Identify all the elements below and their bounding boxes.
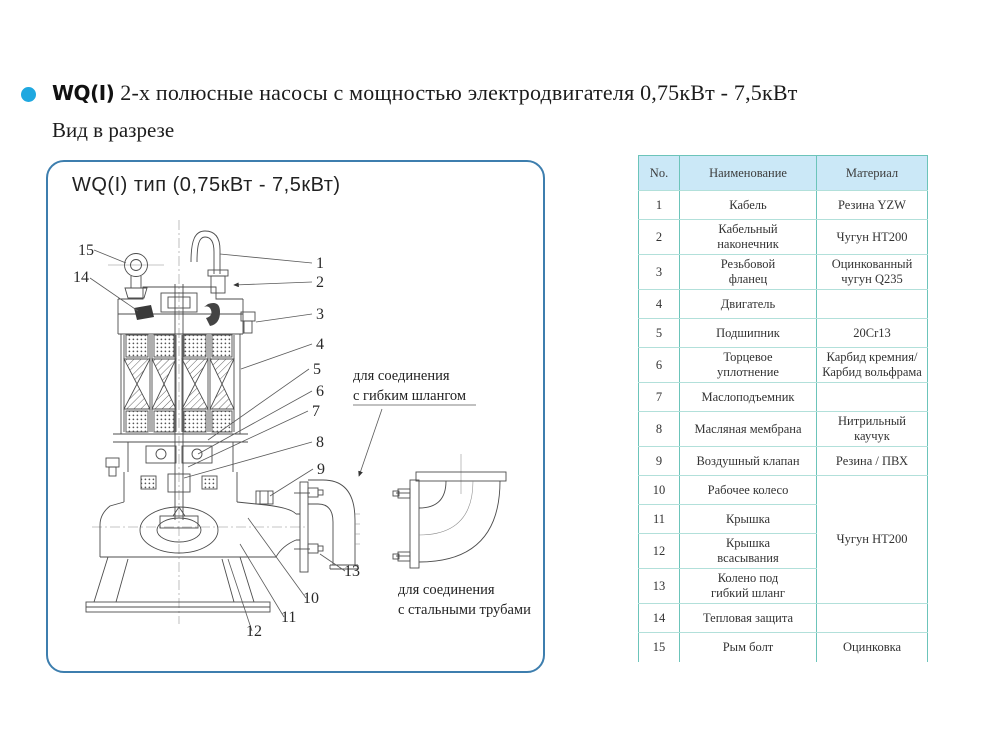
callout-12: 12 [246, 623, 262, 640]
pump-cross-section-drawing: для соединения с гибким шлангом для соед… [73, 220, 531, 640]
callout-1: 1 [316, 255, 324, 272]
table-header-row: No. Наименование Материал [638, 155, 928, 191]
page-title-text: 2-х полюсные насосы с мощностью электрод… [120, 80, 798, 105]
header-material: Материал [816, 155, 928, 191]
callout-9: 9 [317, 461, 325, 478]
callout-2: 2 [316, 274, 324, 291]
callout-11: 11 [281, 609, 296, 626]
annotation-hose: для соединения с гибким шлангом [353, 368, 476, 477]
callout-3: 3 [316, 306, 324, 323]
callout-15: 15 [78, 242, 94, 259]
callout-5: 5 [313, 361, 321, 378]
merged-material-cell: Чугун HT200 [816, 475, 928, 604]
page-title-prefix: WQ(I) [52, 81, 115, 105]
annotation-steel-line1: для соединения [398, 582, 495, 598]
callout-leaders [89, 249, 346, 632]
page-title: WQ(I)2-х полюсные насосы с мощностью эле… [52, 80, 992, 106]
diagram-panel: WQ(I) тип (0,75кВт - 7,5кВт) [46, 160, 545, 673]
annotation-steel: для соединения с стальными трубами [398, 582, 531, 618]
annotation-hose-line1: для соединения [353, 368, 450, 384]
steel-elbow-drawing [392, 471, 507, 569]
callout-8: 8 [316, 434, 324, 451]
section-subtitle: Вид в разрезе [52, 118, 175, 142]
callout-4: 4 [316, 336, 324, 353]
annotation-steel-line2: с стальными трубами [398, 602, 531, 618]
header-name: Наименование [679, 155, 817, 191]
callout-10: 10 [303, 590, 319, 607]
callout-numbers: 1 2 3 4 5 6 7 8 9 10 11 12 13 14 15 [73, 242, 360, 640]
hose-elbow-drawing [294, 479, 360, 573]
callout-7: 7 [312, 403, 320, 420]
callout-13: 13 [344, 563, 360, 580]
diagram-panel-title: WQ(I) тип (0,75кВт - 7,5кВт) [72, 174, 341, 196]
header-no: No. [638, 155, 680, 191]
callout-14: 14 [73, 269, 89, 286]
pump-body [85, 230, 300, 613]
callout-6: 6 [316, 383, 324, 400]
bullet-icon [21, 87, 36, 102]
annotation-hose-line2: с гибким шлангом [353, 388, 466, 404]
